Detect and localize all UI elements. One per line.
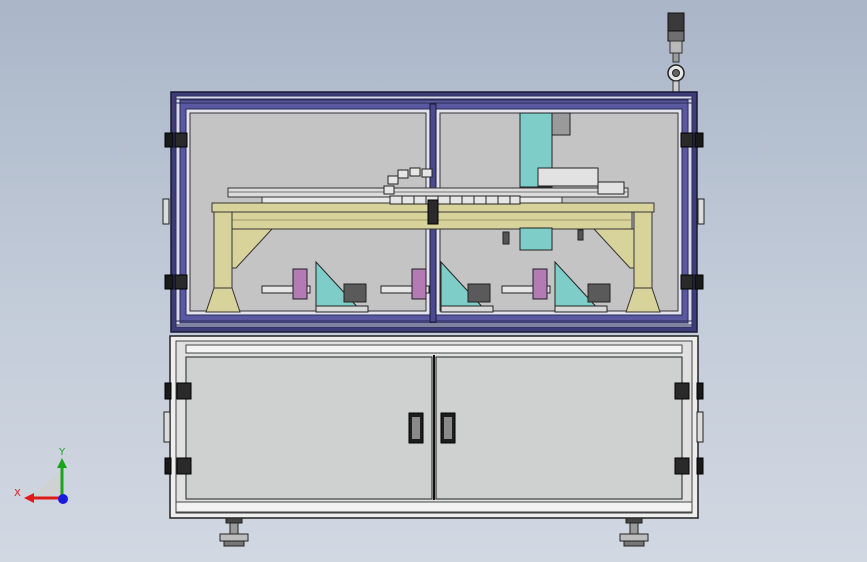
cabinet-door-left <box>185 356 433 500</box>
signal-tower <box>667 12 685 94</box>
cable-drag-chain <box>383 167 521 205</box>
upper-hinges <box>164 132 704 290</box>
cabinet-handles <box>408 412 456 444</box>
leveling-foot-left <box>219 517 249 547</box>
lower-side-handles <box>163 411 704 443</box>
z-axis-carriage <box>502 112 625 251</box>
upper-side-handles <box>162 198 705 225</box>
leveling-foot-right <box>619 517 649 547</box>
z-axis-dot <box>58 494 68 504</box>
workstation-left <box>261 260 369 313</box>
door-latch <box>427 199 439 225</box>
cabinet-door-right <box>435 356 683 500</box>
workstation-right <box>501 260 611 313</box>
lower-cabinet <box>169 335 699 519</box>
lower-hinges <box>164 382 704 475</box>
coordinate-triad: Y X <box>14 447 68 504</box>
x-axis-label: X <box>14 488 21 499</box>
y-axis-label: Y <box>58 447 66 458</box>
workstation-center <box>380 260 494 313</box>
